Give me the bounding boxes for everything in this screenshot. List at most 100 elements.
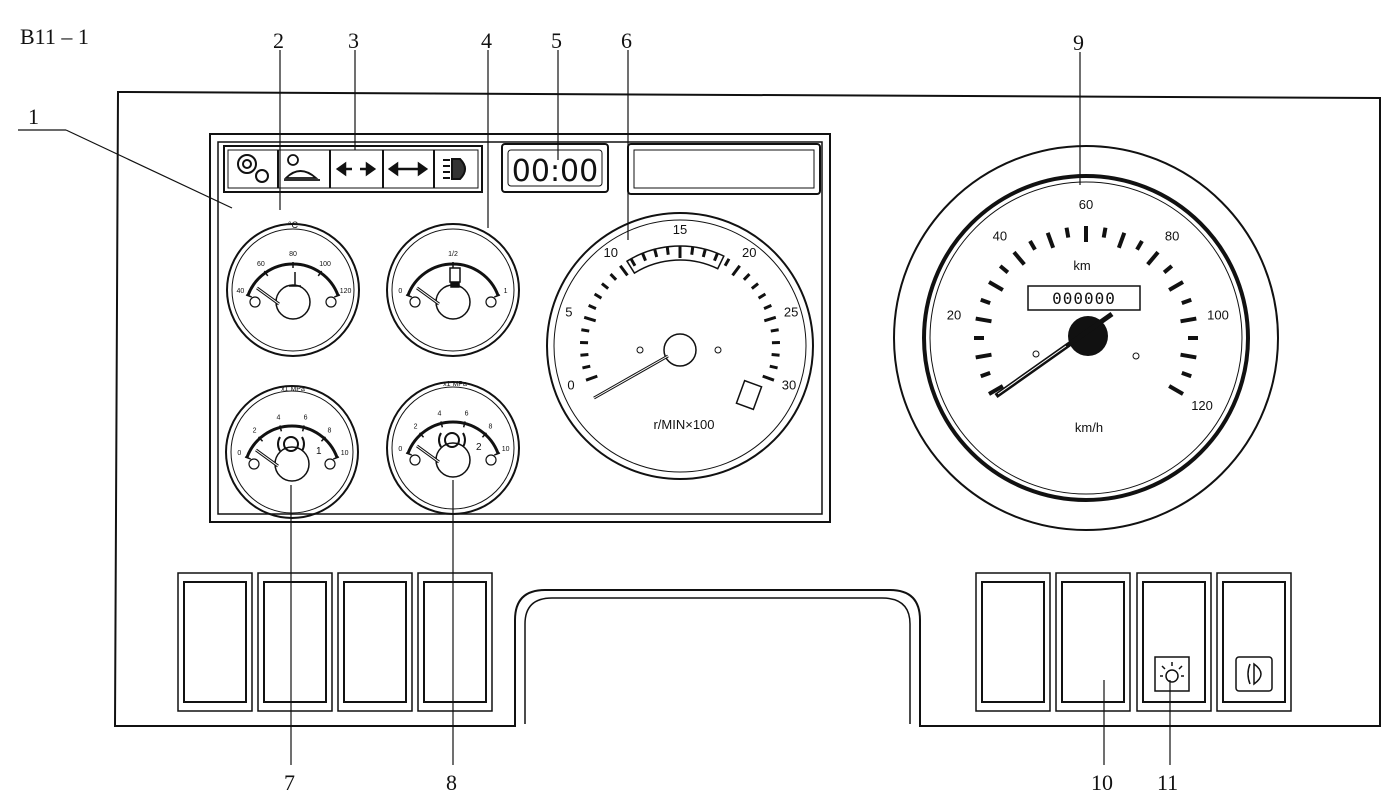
switch-6-rocker	[1061, 581, 1125, 703]
pressure-gauge-2-scale-arc	[406, 420, 500, 455]
fuel-gauge-tick-label: 1/2	[448, 251, 458, 258]
callout-5: 5	[551, 28, 562, 53]
speedometer-tick-label: 20	[947, 308, 961, 323]
brake-icon-2	[438, 432, 466, 448]
tachometer-tick	[771, 353, 780, 357]
work-light-icon	[1154, 656, 1190, 692]
temperature-gauge-ring	[231, 228, 355, 352]
switch-1[interactable]	[177, 572, 253, 712]
pressure-gauge-1-tick	[320, 436, 327, 442]
pressure-gauge-1-tick	[244, 456, 251, 460]
tachometer-tick	[763, 315, 777, 323]
tachometer-tick	[762, 374, 775, 382]
switch-1-rocker	[183, 581, 247, 703]
switch-8[interactable]	[1216, 572, 1292, 712]
fog-light-icon	[1235, 656, 1273, 692]
speedometer-tick-label: 40	[993, 228, 1007, 243]
tacho-warning-icon	[735, 379, 763, 411]
tachometer-tick	[580, 353, 589, 357]
pressure-gauge-1-bezel	[225, 385, 359, 519]
coolant-temp-icon	[289, 272, 301, 287]
tachometer-screw-left	[636, 346, 644, 354]
callout-4: 4	[481, 28, 492, 53]
fuel-gauge-needle-inner	[416, 287, 440, 305]
speedometer-tick-label: 100	[1207, 308, 1229, 323]
switch-3-rocker	[343, 581, 407, 703]
instrument-cluster	[209, 133, 831, 523]
pressure-1-index: 1	[316, 446, 322, 457]
pressure-1-unit: x1 MPa	[281, 386, 305, 393]
tachometer-tick	[585, 374, 598, 382]
pressure-gauge-2-tick	[440, 421, 444, 428]
switch-6-frame	[1055, 572, 1131, 712]
speedometer-tick	[1162, 264, 1174, 274]
pressure-gauge-1-tick	[279, 425, 283, 432]
tachometer-needle-inner	[593, 355, 669, 399]
speedometer-tick	[1045, 232, 1056, 249]
pressure-gauge-2-tick-label: 4	[437, 411, 441, 418]
switch-6[interactable]	[1055, 572, 1131, 712]
fog-light-icon-frame	[1235, 656, 1273, 692]
tachometer-tick	[665, 246, 670, 255]
tachometer-screw-right	[714, 346, 722, 354]
callout-7: 7	[284, 770, 295, 795]
speedometer-ring	[929, 181, 1243, 495]
switch-2[interactable]	[257, 572, 333, 712]
fuel-gauge-screw-left	[409, 296, 421, 308]
tachometer-tick	[769, 364, 778, 370]
pressure-gauge-1-screw-right	[324, 458, 336, 470]
speedometer-tick-label: 60	[1079, 197, 1093, 212]
temperature-gauge-hub	[275, 284, 311, 320]
tachometer-tick	[713, 252, 719, 262]
pressure-gauge-1-screw-left	[248, 458, 260, 470]
message-display	[627, 143, 821, 195]
temperature-gauge-tick	[317, 270, 323, 277]
switch-7[interactable]	[1136, 572, 1212, 712]
pressure-gauge-2-tick	[462, 421, 466, 428]
fuel-gauge-hub	[435, 284, 471, 320]
tachometer-tick	[763, 303, 772, 310]
tachometer-tick-label: 0	[567, 378, 574, 393]
pressure-gauge-2-tick	[481, 432, 488, 438]
odometer-unit: km	[1073, 258, 1090, 273]
fuel-gauge-tick-label: 0	[398, 288, 402, 295]
temperature-gauge-bezel	[226, 223, 360, 357]
speedometer-tick	[1180, 316, 1197, 324]
work-light-icon-frame	[1154, 656, 1190, 692]
tachometer-tick	[701, 248, 707, 258]
fuel-gauge-screw-right	[485, 296, 497, 308]
tachometer-tick-label: 20	[742, 245, 756, 260]
tachometer-unit: r/MIN×100	[653, 417, 714, 432]
speedometer-tick	[980, 297, 991, 305]
pressure-gauge-2-tick-label: 10	[502, 446, 510, 453]
switch-8-frame	[1216, 572, 1292, 712]
pressure-gauge-1-tick-label: 2	[253, 427, 257, 434]
speedometer-tick-label: 120	[1191, 398, 1213, 413]
tachometer-tick-label: 10	[603, 245, 617, 260]
speedometer-tick	[1168, 384, 1184, 396]
work-light-icon-ray	[1161, 665, 1166, 670]
switch-5-rocker	[981, 581, 1045, 703]
cutout-inner-edge	[524, 597, 911, 724]
switch-4[interactable]	[417, 572, 493, 712]
pressure-gauge-1-hub	[274, 446, 310, 482]
switch-5[interactable]	[975, 572, 1051, 712]
speedometer-tick	[988, 280, 1004, 292]
speedometer-bezel	[922, 174, 1250, 502]
fog-light-icon-lamp	[1253, 662, 1262, 686]
turn-signal-icon	[335, 161, 377, 177]
tachometer-tick-label: 30	[782, 378, 796, 393]
indicator-strip	[223, 145, 483, 193]
tachometer-tick	[750, 282, 760, 290]
pressure-gauge-1-needle-inner	[255, 449, 279, 467]
tachometer-tick	[583, 315, 597, 323]
speedometer-tick	[1064, 227, 1071, 238]
tachometer-tick-label: 25	[784, 305, 798, 320]
callout-3: 3	[348, 28, 359, 53]
switch-3[interactable]	[337, 572, 413, 712]
callout-10: 10	[1091, 770, 1113, 795]
pressure-gauge-1-tick-label: 4	[276, 415, 280, 422]
callout-9: 9	[1073, 30, 1084, 55]
speedometer-tick-label: 80	[1165, 228, 1179, 243]
